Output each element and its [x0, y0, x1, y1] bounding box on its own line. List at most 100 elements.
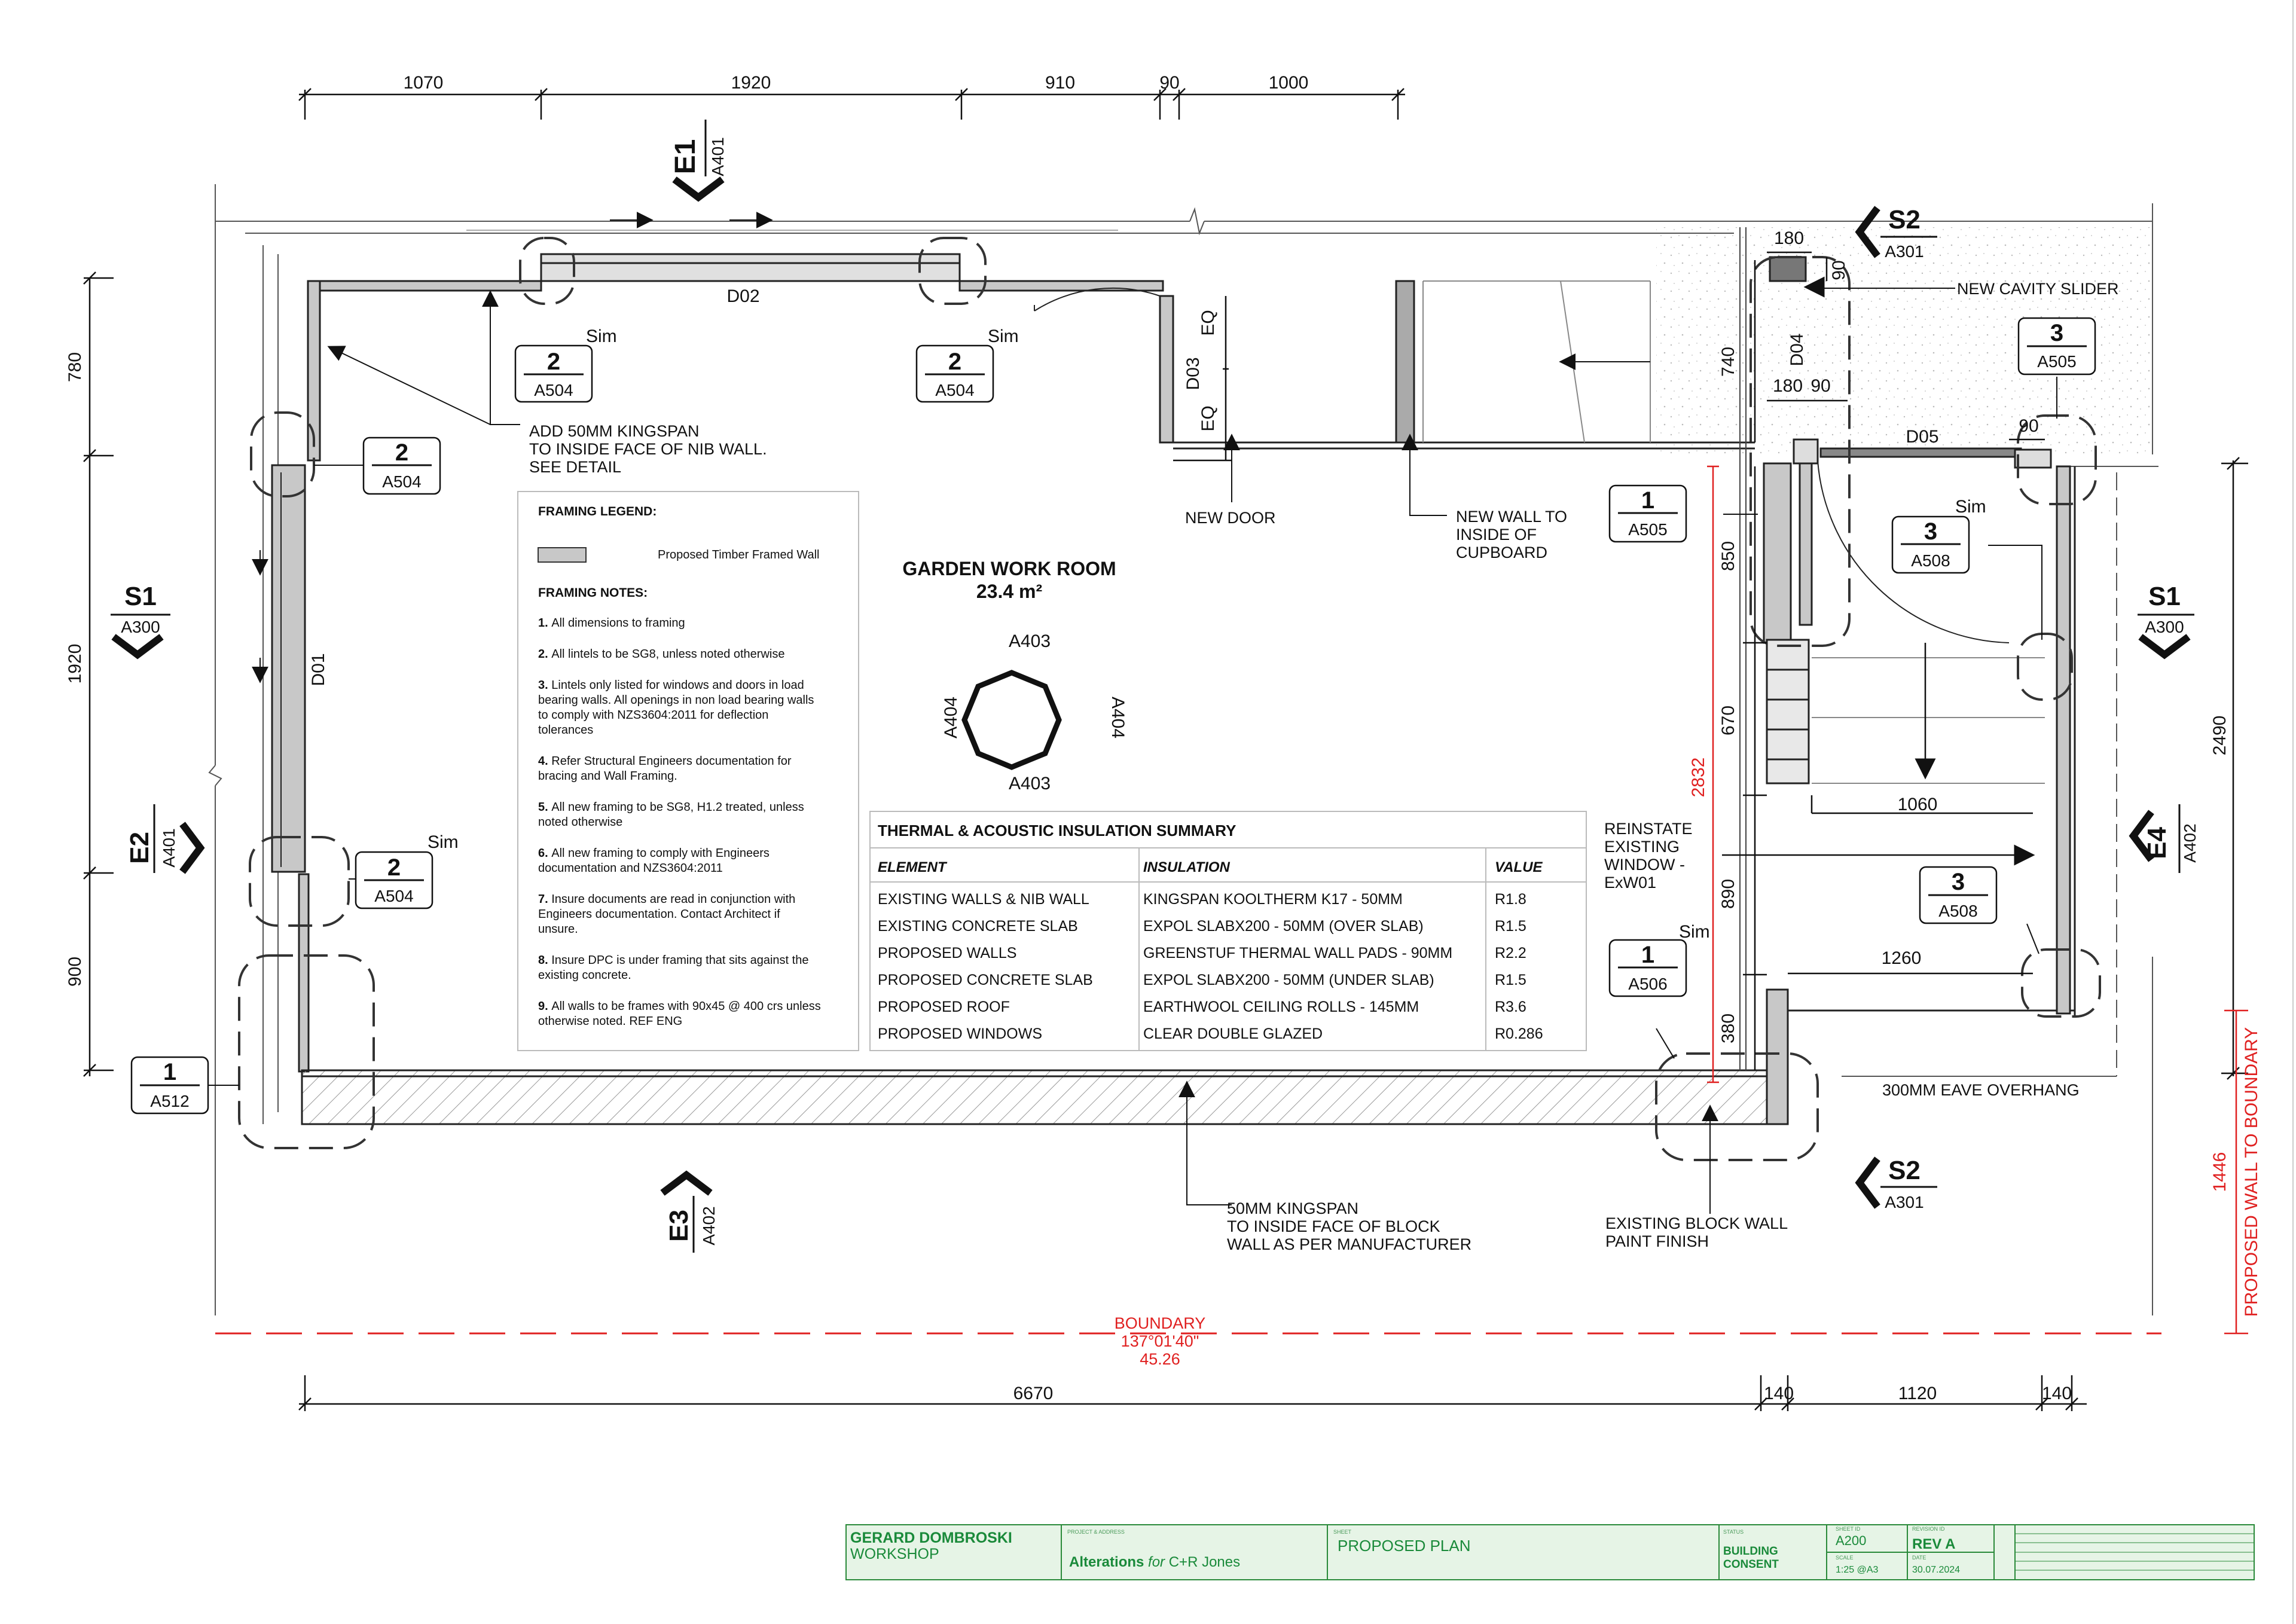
insulation-cell: EXPOL SLABX200 - 50MM (UNDER SLAB) — [1143, 972, 1434, 988]
detail-tag-ref: A505 — [2037, 352, 2076, 371]
dim-eq-1: EQ — [1198, 310, 1218, 335]
section-mark-e4[interactable]: E4 A402 — [2129, 804, 2199, 873]
framing-note-line: bearing walls. All openings in non load … — [538, 694, 814, 707]
compass-right: A404 — [1108, 697, 1128, 738]
detail-tag-num: 1 — [1641, 942, 1654, 968]
label-d02: D02 — [726, 286, 759, 306]
detail-tag-num: 2 — [395, 439, 408, 466]
title-block: GERARD DOMBROSKI WORKSHOP PROJECT & ADDR… — [845, 1524, 2255, 1580]
section-id: E4 — [2142, 827, 2172, 859]
bottom-dimensions — [298, 1375, 2087, 1411]
dim-red-2832: 2832 — [1689, 758, 1708, 798]
detail-tag-3-a508-a[interactable]: 3 A508 — [1891, 515, 2042, 640]
dim-180b: 180 — [1773, 376, 1803, 396]
dim-1260: 1260 — [1882, 948, 1922, 968]
detail-tag-ref: A508 — [1911, 551, 1950, 570]
section-ref: A301 — [1885, 1193, 1923, 1211]
detail-tag-2-a504-d[interactable]: 2 A504 — [349, 851, 433, 909]
note-proposed-wall-boundary: PROPOSED WALL TO BOUNDARY — [2242, 1027, 2261, 1317]
compass-top: A403 — [1009, 631, 1051, 651]
section-mark-e3[interactable]: E3 A402 — [660, 1170, 718, 1253]
door-swing-d05 — [1817, 460, 2010, 643]
detail-tag-2-a504-c[interactable]: 2 A504 — [314, 436, 441, 495]
detail-tag-1-a506[interactable]: 1 A506 — [1608, 939, 1687, 997]
flow-arrows — [252, 212, 1650, 683]
dim-90a: 90 — [1829, 260, 1849, 280]
detail-tag-3-a505[interactable]: 3 A505 — [2017, 317, 2096, 419]
status-2: CONSENT — [1723, 1558, 1779, 1571]
cupboard-lines — [1422, 280, 2045, 784]
sim-1: Sim — [586, 326, 617, 346]
note-reinstate-1: REINSTATE — [1604, 820, 1693, 838]
note-new-wall-3: CUPBOARD — [1456, 544, 1547, 561]
framing-note-line: 5. All new framing to be SG8, H1.2 treat… — [538, 801, 804, 814]
insulation-cell: R0.286 — [1495, 1025, 1543, 1042]
section-mark-s2-bottom[interactable]: S2 A301 — [1855, 1156, 1937, 1211]
note-kingspan-nib-3: SEE DETAIL — [529, 458, 621, 476]
note-kingspan-block-3: WALL AS PER MANUFACTURER — [1227, 1235, 1471, 1253]
detail-tag-2-a504-b[interactable]: 2 A504 — [915, 344, 994, 403]
note-new-wall-2: INSIDE OF — [1456, 526, 1537, 544]
sheet-id: A200 — [1836, 1533, 1866, 1548]
insulation-cell: EXISTING WALLS & NIB WALL — [878, 891, 1089, 908]
detail-tag-1-a505[interactable]: 1 A505 — [1608, 484, 1758, 543]
scale-label: SCALE — [1836, 1555, 1854, 1561]
insulation-cell: R3.6 — [1495, 999, 1526, 1015]
section-mark-s2-top[interactable]: S2 A301 — [1855, 205, 1937, 261]
sheet-label: SHEET — [1333, 1529, 1352, 1535]
note-existing-block-2: PAINT FINISH — [1605, 1232, 1709, 1250]
section-ref: A300 — [2145, 618, 2184, 636]
section-mark-e2[interactable]: E2 A401 — [125, 804, 205, 874]
section-mark-s1-right[interactable]: S1 A300 — [2138, 582, 2194, 660]
detail-tag-3-a508-b[interactable]: 3 A508 — [1919, 866, 2039, 954]
dim-850: 850 — [1718, 541, 1738, 571]
legend-title: FRAMING LEGEND: — [538, 505, 657, 518]
dim-bottom-140a: 140 — [1764, 1384, 1794, 1403]
sim-3: Sim — [428, 832, 459, 852]
framing-note-line: 4. Refer Structural Engineers documentat… — [538, 755, 792, 768]
detail-tag-ref: A508 — [1938, 902, 1977, 920]
left-dimensions — [83, 271, 114, 1077]
status-1: BUILDING — [1723, 1545, 1778, 1558]
insulation-cell: R2.2 — [1495, 945, 1526, 961]
section-mark-s1-left[interactable]: S1 A300 — [111, 582, 170, 660]
detail-tag-ref: A512 — [150, 1092, 189, 1110]
framing-note-line: bracing and Wall Framing. — [538, 770, 677, 783]
insulation-cell: KINGSPAN KOOLTHERM K17 - 50MM — [1143, 891, 1403, 908]
section-ref: A401 — [160, 828, 178, 867]
dim-180a: 180 — [1774, 228, 1804, 248]
section-id: E1 — [670, 139, 701, 175]
detail-tag-2-a504-a[interactable]: 2 A504 — [514, 344, 593, 403]
dim-740: 740 — [1718, 347, 1738, 377]
boundary-length: 45.26 — [1140, 1350, 1180, 1368]
dim-380: 380 — [1718, 1014, 1738, 1043]
label-d05: D05 — [1906, 427, 1938, 447]
note-kingspan-block-2: TO INSIDE FACE OF BLOCK — [1227, 1217, 1440, 1235]
revision: REV A — [1912, 1536, 1955, 1552]
insulation-cell: R1.8 — [1495, 891, 1526, 908]
dim-1060: 1060 — [1898, 795, 1938, 814]
insulation-rows: EXISTING WALLS & NIB WALL KINGSPAN KOOLTH… — [878, 891, 1543, 1042]
detail-tag-num: 2 — [547, 349, 560, 375]
framing-note-line: existing concrete. — [538, 969, 631, 982]
status-label: STATUS — [1723, 1529, 1744, 1535]
note-kingspan-nib-1: ADD 50MM KINGSPAN — [529, 422, 700, 440]
compass-bottom: A403 — [1009, 774, 1051, 793]
inner-dimension-lines — [1173, 251, 2045, 1070]
insulation-cell: GREENSTUF THERMAL WALL PADS - 90MM — [1143, 945, 1452, 961]
framing-note-line: to comply with NZS3604:2011 for deflecti… — [538, 709, 768, 722]
framing-note-line: otherwise noted. REF ENG — [538, 1015, 682, 1028]
insulation-cell: PROPOSED WALLS — [878, 945, 1016, 961]
dim-bottom-1120: 1120 — [1898, 1384, 1937, 1403]
dim-top-2: 1920 — [731, 73, 771, 93]
note-reinstate-3: WINDOW - — [1604, 856, 1685, 874]
detail-tag-num: 2 — [387, 854, 401, 881]
note-leaders — [327, 288, 1955, 1214]
detail-tag-num: 3 — [2050, 320, 2063, 346]
section-ref: A401 — [709, 137, 727, 176]
detail-tag-num: 1 — [1641, 487, 1654, 514]
dim-left-1: 780 — [65, 352, 85, 382]
insulation-header-insulation: INSULATION — [1143, 859, 1231, 875]
detail-tag-1-a512[interactable]: 1 A512 — [130, 1056, 239, 1115]
section-mark-e1[interactable]: E1 A401 — [670, 120, 727, 202]
